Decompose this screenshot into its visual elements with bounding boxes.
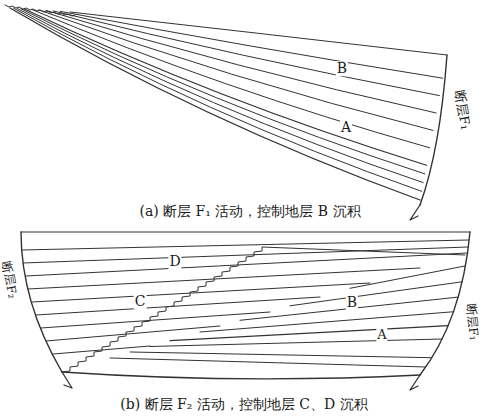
panel-caption: (b) 断层 F₂ 活动，控制地层 C、D 沉积 (120, 397, 367, 412)
tilted-strata-lines (110, 266, 465, 367)
stratum-letter: B (336, 61, 348, 76)
panel-caption: (a) 断层 F₁ 活动，控制地层 B 沉积 (139, 204, 360, 219)
fault-label: 断层F₂ (0, 261, 19, 300)
strata-lines (22, 240, 469, 354)
stratum-letter: C (134, 294, 147, 309)
stratum-letter: D (168, 254, 181, 269)
basin-base (62, 372, 420, 379)
ground-surface (70, 12, 447, 55)
ground-surface (21, 232, 470, 233)
fault-arrow (410, 205, 420, 220)
strata-lines (14, 8, 443, 191)
fault-f1 (420, 55, 447, 205)
fault-arrow (62, 372, 72, 388)
fault-arrow (410, 375, 420, 390)
fault-f2 (21, 232, 62, 372)
stratum-letter: A (340, 120, 352, 135)
fault-label: 断层F₁ (464, 303, 480, 341)
fault-label: 断层F₁ (451, 89, 472, 131)
stratum-letter: A (376, 328, 387, 342)
stratum-letter: B (346, 295, 358, 310)
